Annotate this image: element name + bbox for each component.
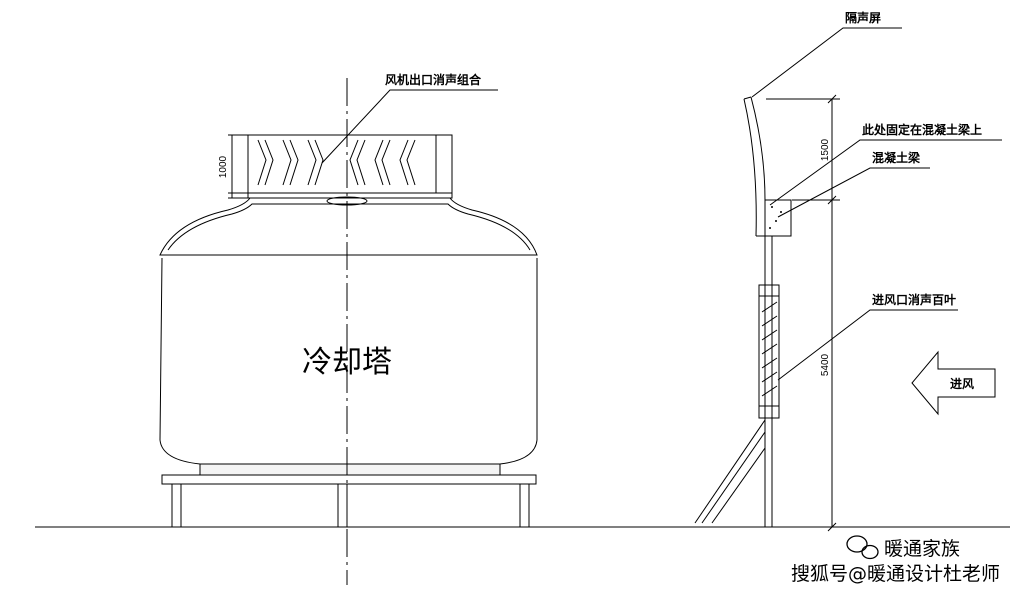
dimension-chain — [766, 94, 840, 532]
label-air-in: 进风 — [950, 376, 974, 391]
label-outlet-silencer: 风机出口消声组合 — [385, 72, 482, 87]
tower-base-frame — [161, 474, 537, 527]
watermark: 暖通家族 搜狐号@暖通设计杜老师 — [791, 535, 1000, 585]
leader-outlet-silencer — [321, 89, 498, 164]
leaders-right — [751, 27, 1002, 381]
sound-barrier — [694, 96, 792, 527]
label-concrete-beam: 混凝土梁 — [872, 150, 920, 165]
watermark-source: 搜狐号@暖通设计杜老师 — [791, 563, 1000, 585]
dimension-silencer-height — [228, 134, 236, 199]
tower-top-shroud — [159, 197, 538, 256]
dim-1500: 1500 — [820, 138, 831, 161]
outlet-silencer — [228, 134, 453, 199]
dim-5400: 5400 — [820, 353, 831, 376]
watermark-account: 暖通家族 — [884, 538, 960, 560]
cooling-tower — [159, 196, 538, 527]
tower-label: 冷却塔 — [302, 345, 392, 380]
beam-dots — [769, 206, 782, 229]
tower-basin — [199, 463, 501, 476]
dim-1000: 1000 — [218, 155, 229, 178]
label-fixed-on-beam: 此处固定在混凝土梁上 — [862, 122, 982, 137]
tower-body — [159, 257, 538, 465]
label-sound-barrier: 隔声屏 — [845, 10, 881, 25]
air-in-arrow — [911, 350, 996, 416]
wechat-icon — [846, 535, 879, 560]
label-inlet-louver: 进风口消声百叶 — [872, 292, 956, 307]
